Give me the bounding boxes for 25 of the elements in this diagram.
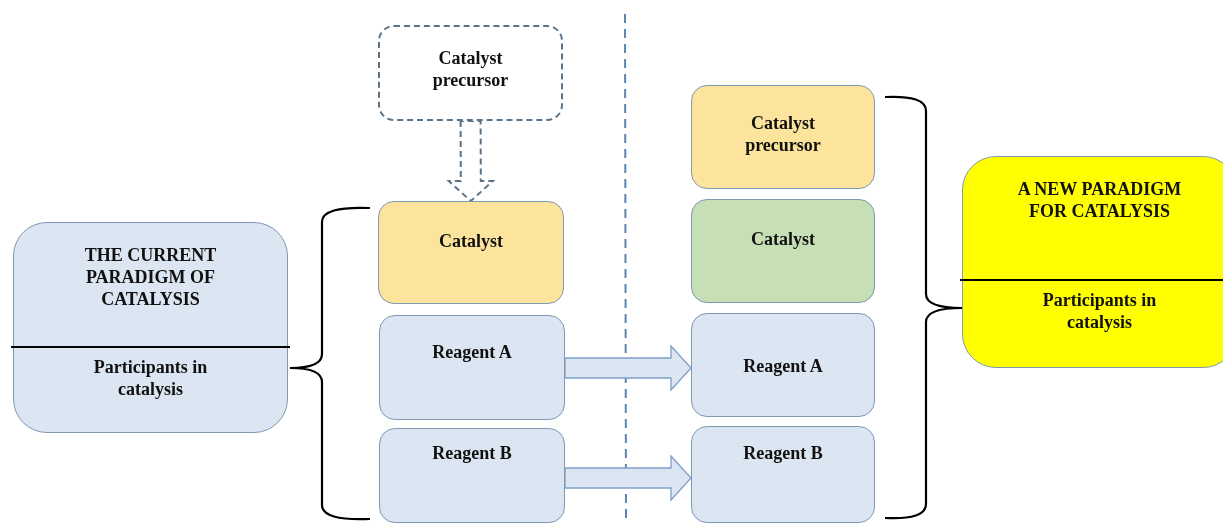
box-label: Catalyst precursor	[431, 47, 510, 91]
box-subtitle: Participants in catalysis	[92, 356, 209, 400]
component-box	[378, 201, 564, 304]
paradigm-box	[13, 222, 288, 433]
box-label: Reagent B	[431, 442, 513, 464]
box-label: Catalyst precursor	[744, 112, 822, 156]
component-box	[691, 313, 875, 417]
component-box	[691, 85, 875, 189]
component-box	[378, 25, 563, 121]
block-arrow	[564, 454, 692, 502]
box-heading: A NEW PARADIGM FOR CATALYSIS	[960, 157, 1223, 281]
box-label: Catalyst	[750, 228, 816, 250]
paradigm-box	[962, 156, 1223, 368]
box-label: Reagent B	[742, 442, 824, 464]
component-box	[379, 428, 565, 523]
box-label: Reagent A	[431, 341, 513, 363]
block-arrow	[564, 344, 692, 392]
box-heading: THE CURRENT PARADIGM OF CATALYSIS	[11, 223, 290, 348]
component-box	[691, 426, 875, 523]
component-box	[379, 315, 565, 420]
component-box	[691, 199, 875, 303]
box-subtitle: Participants in catalysis	[1041, 289, 1158, 333]
box-label: Reagent A	[742, 355, 824, 377]
block-arrow	[446, 119, 496, 203]
box-label: Catalyst	[438, 230, 504, 252]
